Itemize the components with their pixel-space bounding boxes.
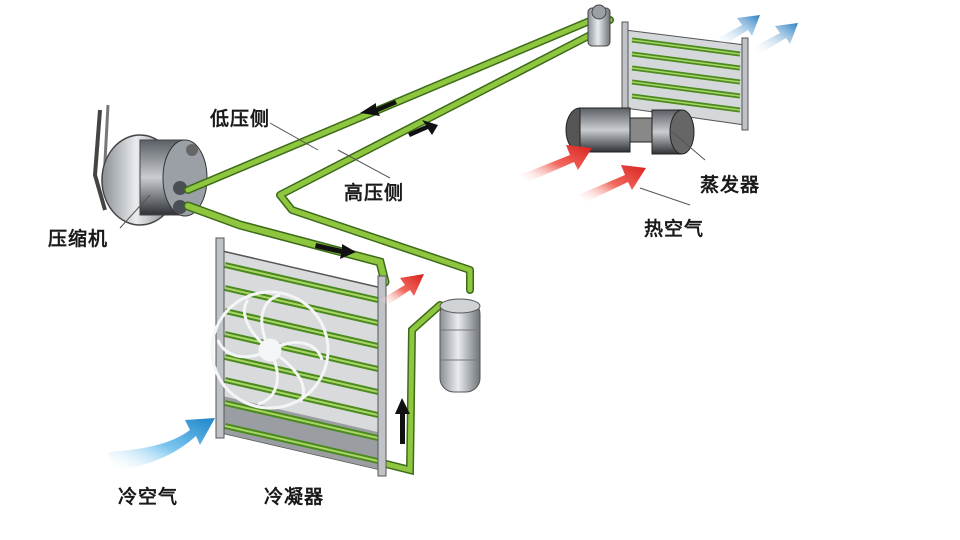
cooled-air-arrows [715, 15, 798, 54]
high-side-label: 高压侧 [344, 182, 405, 204]
receiver-drier [439, 298, 481, 393]
compressor-label: 压缩机 [48, 228, 109, 250]
condenser-fan [210, 290, 330, 410]
cold-air-arrow [108, 418, 215, 470]
liquid-line-pipe [366, 301, 444, 476]
flow-arrow-low-side [360, 100, 397, 116]
low-side-label: 低压侧 [210, 108, 271, 130]
flow-arrow-discharge [315, 243, 356, 259]
compressor-unit [101, 134, 208, 226]
label-leaders [119, 122, 706, 229]
condenser-unit [215, 237, 387, 477]
discharge-pipe [183, 201, 390, 287]
hot-air-label: 热空气 [644, 218, 705, 240]
flow-arrow-liquid [395, 398, 410, 444]
condenser-label: 冷凝器 [264, 486, 325, 508]
flow-arrow-high-side [408, 120, 438, 137]
evaporator-unit [621, 21, 749, 131]
evaporator-label: 蒸发器 [700, 174, 761, 196]
cold-air-label: 冷空气 [118, 486, 179, 508]
high-side-pipe [276, 26, 604, 294]
hot-air-arrows [380, 145, 646, 305]
blower-motor [565, 107, 695, 155]
expansion-valve [587, 4, 611, 47]
